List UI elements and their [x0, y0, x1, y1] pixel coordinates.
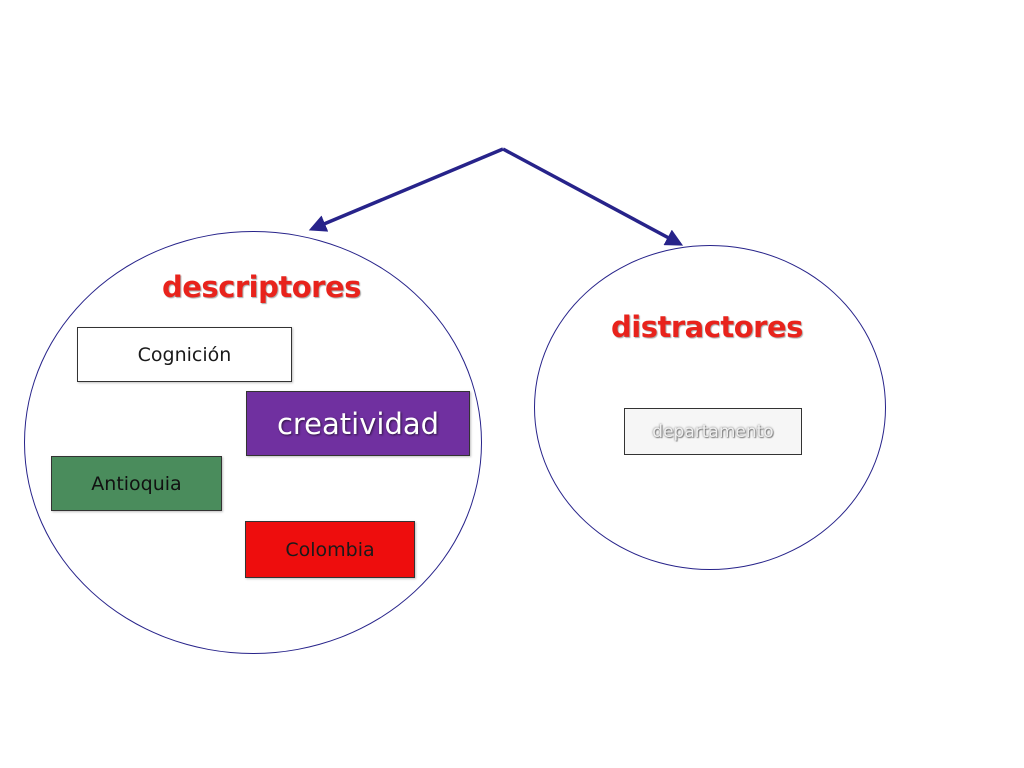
descriptores-heading: descriptores: [162, 270, 361, 304]
colombia-box: Colombia: [245, 521, 415, 578]
distractores-heading: distractores: [611, 310, 803, 344]
cognicion-label: Cognición: [137, 343, 232, 366]
distractores-ellipse: [534, 245, 886, 570]
departamento-label: departamento: [652, 421, 774, 442]
creatividad-box: creatividad: [246, 391, 470, 456]
arrow-to-distractores: [502, 147, 684, 246]
colombia-label: Colombia: [285, 538, 375, 561]
descriptores-ellipse: [24, 231, 482, 654]
departamento-box: departamento: [624, 408, 802, 455]
antioquia-label: Antioquia: [91, 472, 182, 495]
cognicion-box: Cognición: [77, 327, 292, 382]
creatividad-label: creatividad: [276, 406, 440, 441]
antioquia-box: Antioquia: [51, 456, 222, 511]
arrow-to-descriptores: [308, 147, 504, 232]
